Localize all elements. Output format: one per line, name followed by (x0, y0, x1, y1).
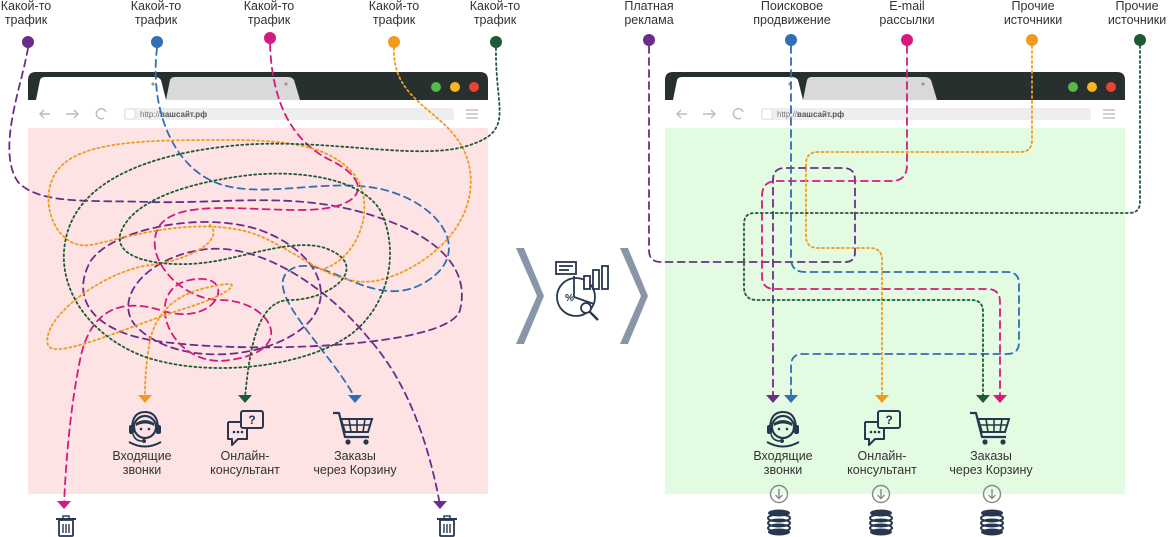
transition-arrows (516, 248, 648, 344)
right-target-label: Онлайн-консультант (847, 449, 917, 477)
right-source-dots (643, 34, 1146, 46)
right-path-orange (805, 45, 1033, 396)
address-bar-url: http://вашсайт.рф (777, 110, 844, 119)
right-path-magenta (761, 45, 1001, 396)
window-maximize-button[interactable] (431, 82, 441, 92)
address-bar[interactable] (124, 108, 454, 120)
right-page-area (665, 128, 1125, 494)
right-path-blue (790, 45, 1020, 396)
right-browser: http://вашсайт.рф (665, 72, 1125, 494)
left-path-magenta (63, 43, 359, 506)
svg-text:%: % (565, 293, 574, 304)
left-path-orange (46, 47, 472, 399)
window-close-button[interactable] (1106, 82, 1116, 92)
reload-icon[interactable] (732, 108, 744, 120)
left-path-blue (154, 47, 450, 399)
analytics-icon: % (555, 261, 609, 321)
window-minimize-button[interactable] (1087, 82, 1097, 92)
menu-icon[interactable] (1103, 109, 1115, 119)
right-path-green (743, 45, 1141, 396)
right-path-purple (648, 45, 856, 396)
coin-stack-icon (980, 508, 1004, 537)
left-source-dots (22, 32, 502, 48)
address-bar-url: http://вашсайт.рф (140, 110, 207, 119)
address-bar[interactable] (761, 108, 1091, 120)
window-minimize-button[interactable] (450, 82, 460, 92)
window-maximize-button[interactable] (1068, 82, 1078, 92)
left-path-green (62, 47, 501, 399)
window-close-button[interactable] (469, 82, 479, 92)
browser-tab-active[interactable] (36, 77, 166, 100)
browser-tab[interactable] (166, 77, 300, 100)
coin-stack-icon (869, 508, 893, 537)
forward-arrow-icon[interactable] (703, 109, 716, 119)
forward-arrow-icon[interactable] (66, 109, 79, 119)
coin-stack-icon (767, 508, 791, 537)
reload-icon[interactable] (95, 108, 107, 120)
trash-icon (436, 515, 458, 537)
back-arrow-icon[interactable] (39, 109, 50, 119)
menu-icon[interactable] (466, 109, 478, 119)
browser-tab-active[interactable] (673, 77, 803, 100)
left-browser: http://вашсайт.рф (28, 72, 488, 494)
right-arrowheads (766, 395, 1007, 403)
browser-tab[interactable] (803, 77, 937, 100)
left-target-label: Онлайн-консультант (210, 449, 280, 477)
back-arrow-icon[interactable] (676, 109, 687, 119)
trash-icon (55, 515, 77, 537)
left-arrowheads (57, 395, 447, 509)
